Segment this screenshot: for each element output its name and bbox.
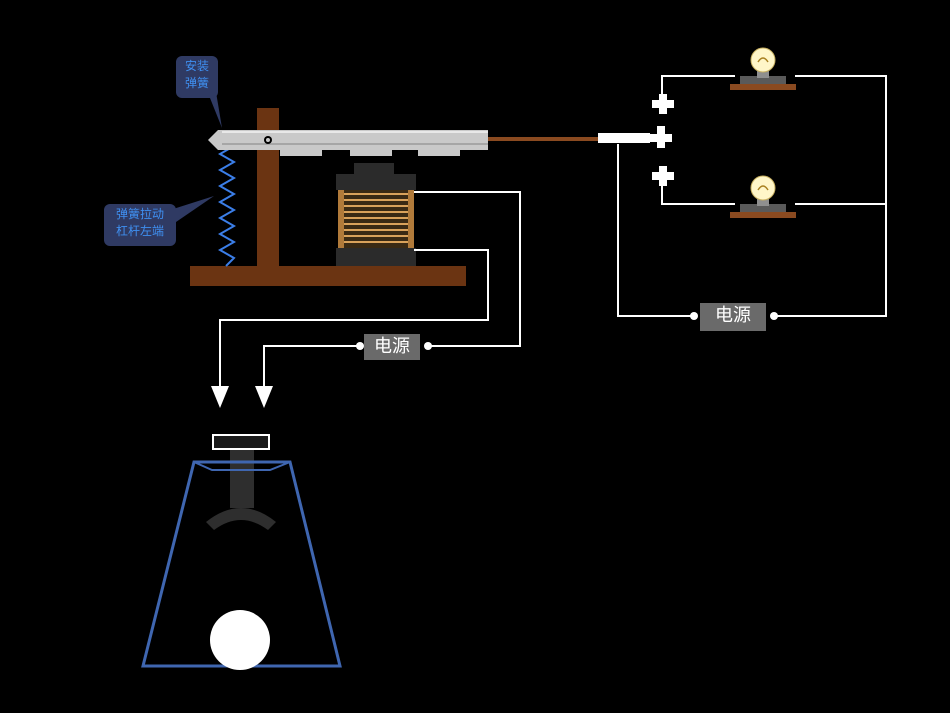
lamp-circuit-wires xyxy=(617,75,887,317)
electromagnet xyxy=(336,163,416,266)
control-circuit-wires xyxy=(219,191,521,386)
callout-line: 杠杆左端 xyxy=(115,224,164,238)
terminal-dot xyxy=(770,312,778,320)
callout-install-spring: 安装 弹簧 xyxy=(176,56,218,98)
light-bulb-icon xyxy=(730,47,796,90)
lower-contact xyxy=(652,166,674,186)
terminal-dot xyxy=(690,312,698,320)
light-bulb-icon xyxy=(730,175,796,218)
callout-spring-pulls-lever: 弹簧拉动 杠杆左端 xyxy=(104,204,176,246)
armature-lever xyxy=(208,130,488,156)
callout-line: 弹簧 xyxy=(184,76,209,90)
callout-pointer xyxy=(170,196,214,222)
power-source-label: 电源 xyxy=(715,305,751,326)
spotlight-lamp xyxy=(141,434,342,670)
lamp-bulb xyxy=(210,610,270,670)
terminal-dot xyxy=(356,342,364,350)
arrow-down-icon xyxy=(211,386,229,408)
callout-line: 弹簧拉动 xyxy=(115,207,164,221)
contact-blade xyxy=(598,133,650,143)
pull-rod xyxy=(488,137,598,141)
relay-base xyxy=(190,266,466,286)
power-source-label: 电源 xyxy=(374,336,410,357)
callout-pointer xyxy=(206,88,222,128)
arrow-down-icon xyxy=(255,386,273,408)
upper-contact xyxy=(652,94,674,114)
middle-contact xyxy=(650,126,672,148)
spring-icon xyxy=(217,139,237,267)
power-source-left: 电源 xyxy=(364,334,420,360)
power-source-right: 电源 xyxy=(700,303,766,331)
callout-line: 安装 xyxy=(184,59,209,73)
terminal-dot xyxy=(424,342,432,350)
